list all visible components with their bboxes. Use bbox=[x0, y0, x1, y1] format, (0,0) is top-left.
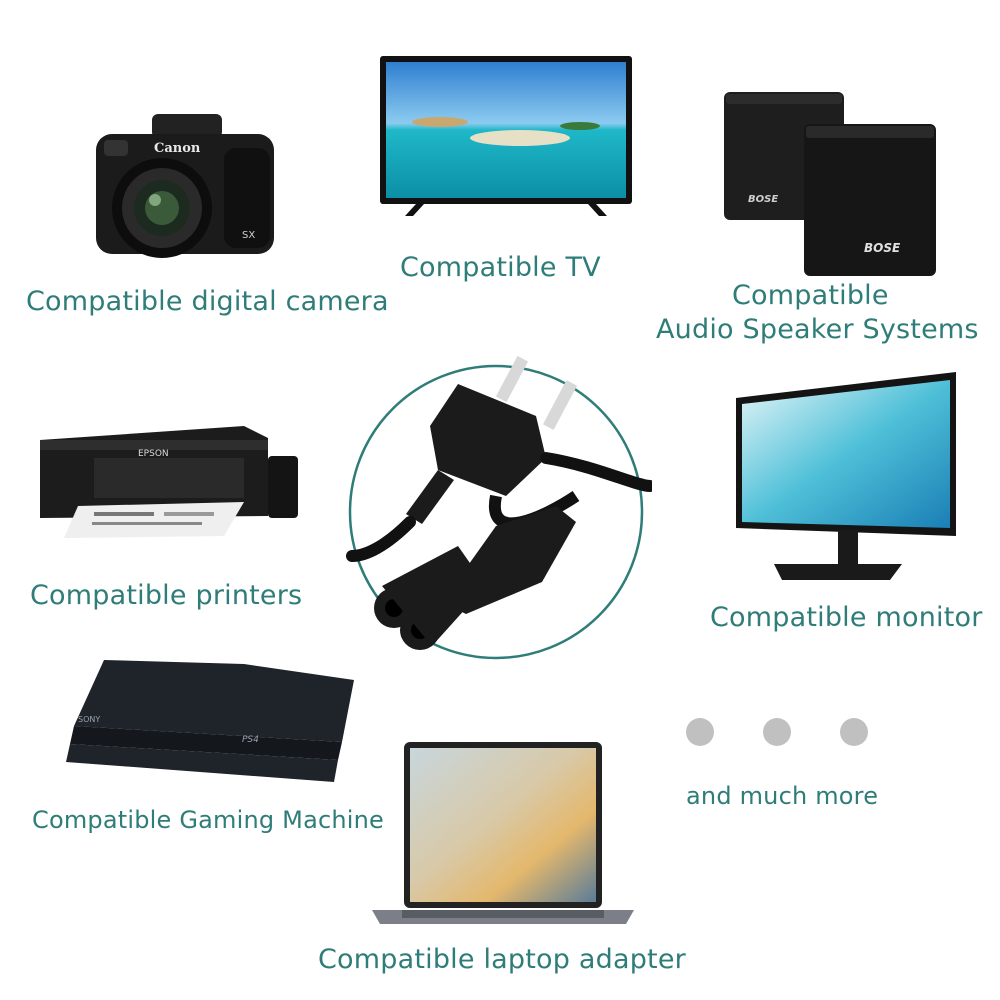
gaming-label: Compatible Gaming Machine bbox=[32, 806, 385, 834]
monitor-icon bbox=[736, 372, 956, 580]
laptop-icon bbox=[372, 742, 634, 924]
speakers-icon: BOSE BOSE bbox=[724, 92, 936, 276]
speaker-brand-text-front: BOSE bbox=[864, 241, 901, 255]
speakers-label-line1: Compatible bbox=[732, 280, 889, 311]
camera-label: Compatible digital camera bbox=[26, 286, 389, 317]
power-cord-icon bbox=[346, 355, 652, 660]
more-dot-2 bbox=[763, 718, 791, 746]
monitor-label: Compatible monitor bbox=[710, 602, 983, 633]
console-brand-text: SONY bbox=[78, 715, 100, 724]
speakers-label-line2: Audio Speaker Systems bbox=[656, 314, 979, 345]
printers-label: Compatible printers bbox=[30, 580, 303, 611]
game-console-icon: SONY PS4 bbox=[66, 660, 354, 782]
camera-brand-text: Canon bbox=[154, 141, 201, 156]
printer-brand-text: EPSON bbox=[138, 449, 169, 459]
tv-icon bbox=[380, 56, 632, 216]
console-model-text: PS4 bbox=[242, 735, 259, 745]
camera-model-text: SX bbox=[242, 230, 255, 241]
speaker-brand-text: BOSE bbox=[748, 194, 778, 205]
camera-icon: Canon SX bbox=[96, 114, 274, 258]
more-dot-1 bbox=[686, 718, 714, 746]
laptop-label: Compatible laptop adapter bbox=[318, 944, 686, 975]
more-label: and much more bbox=[686, 782, 879, 810]
tv-label: Compatible TV bbox=[400, 252, 601, 283]
printer-icon: EPSON bbox=[40, 426, 298, 538]
more-dot-3 bbox=[840, 718, 868, 746]
